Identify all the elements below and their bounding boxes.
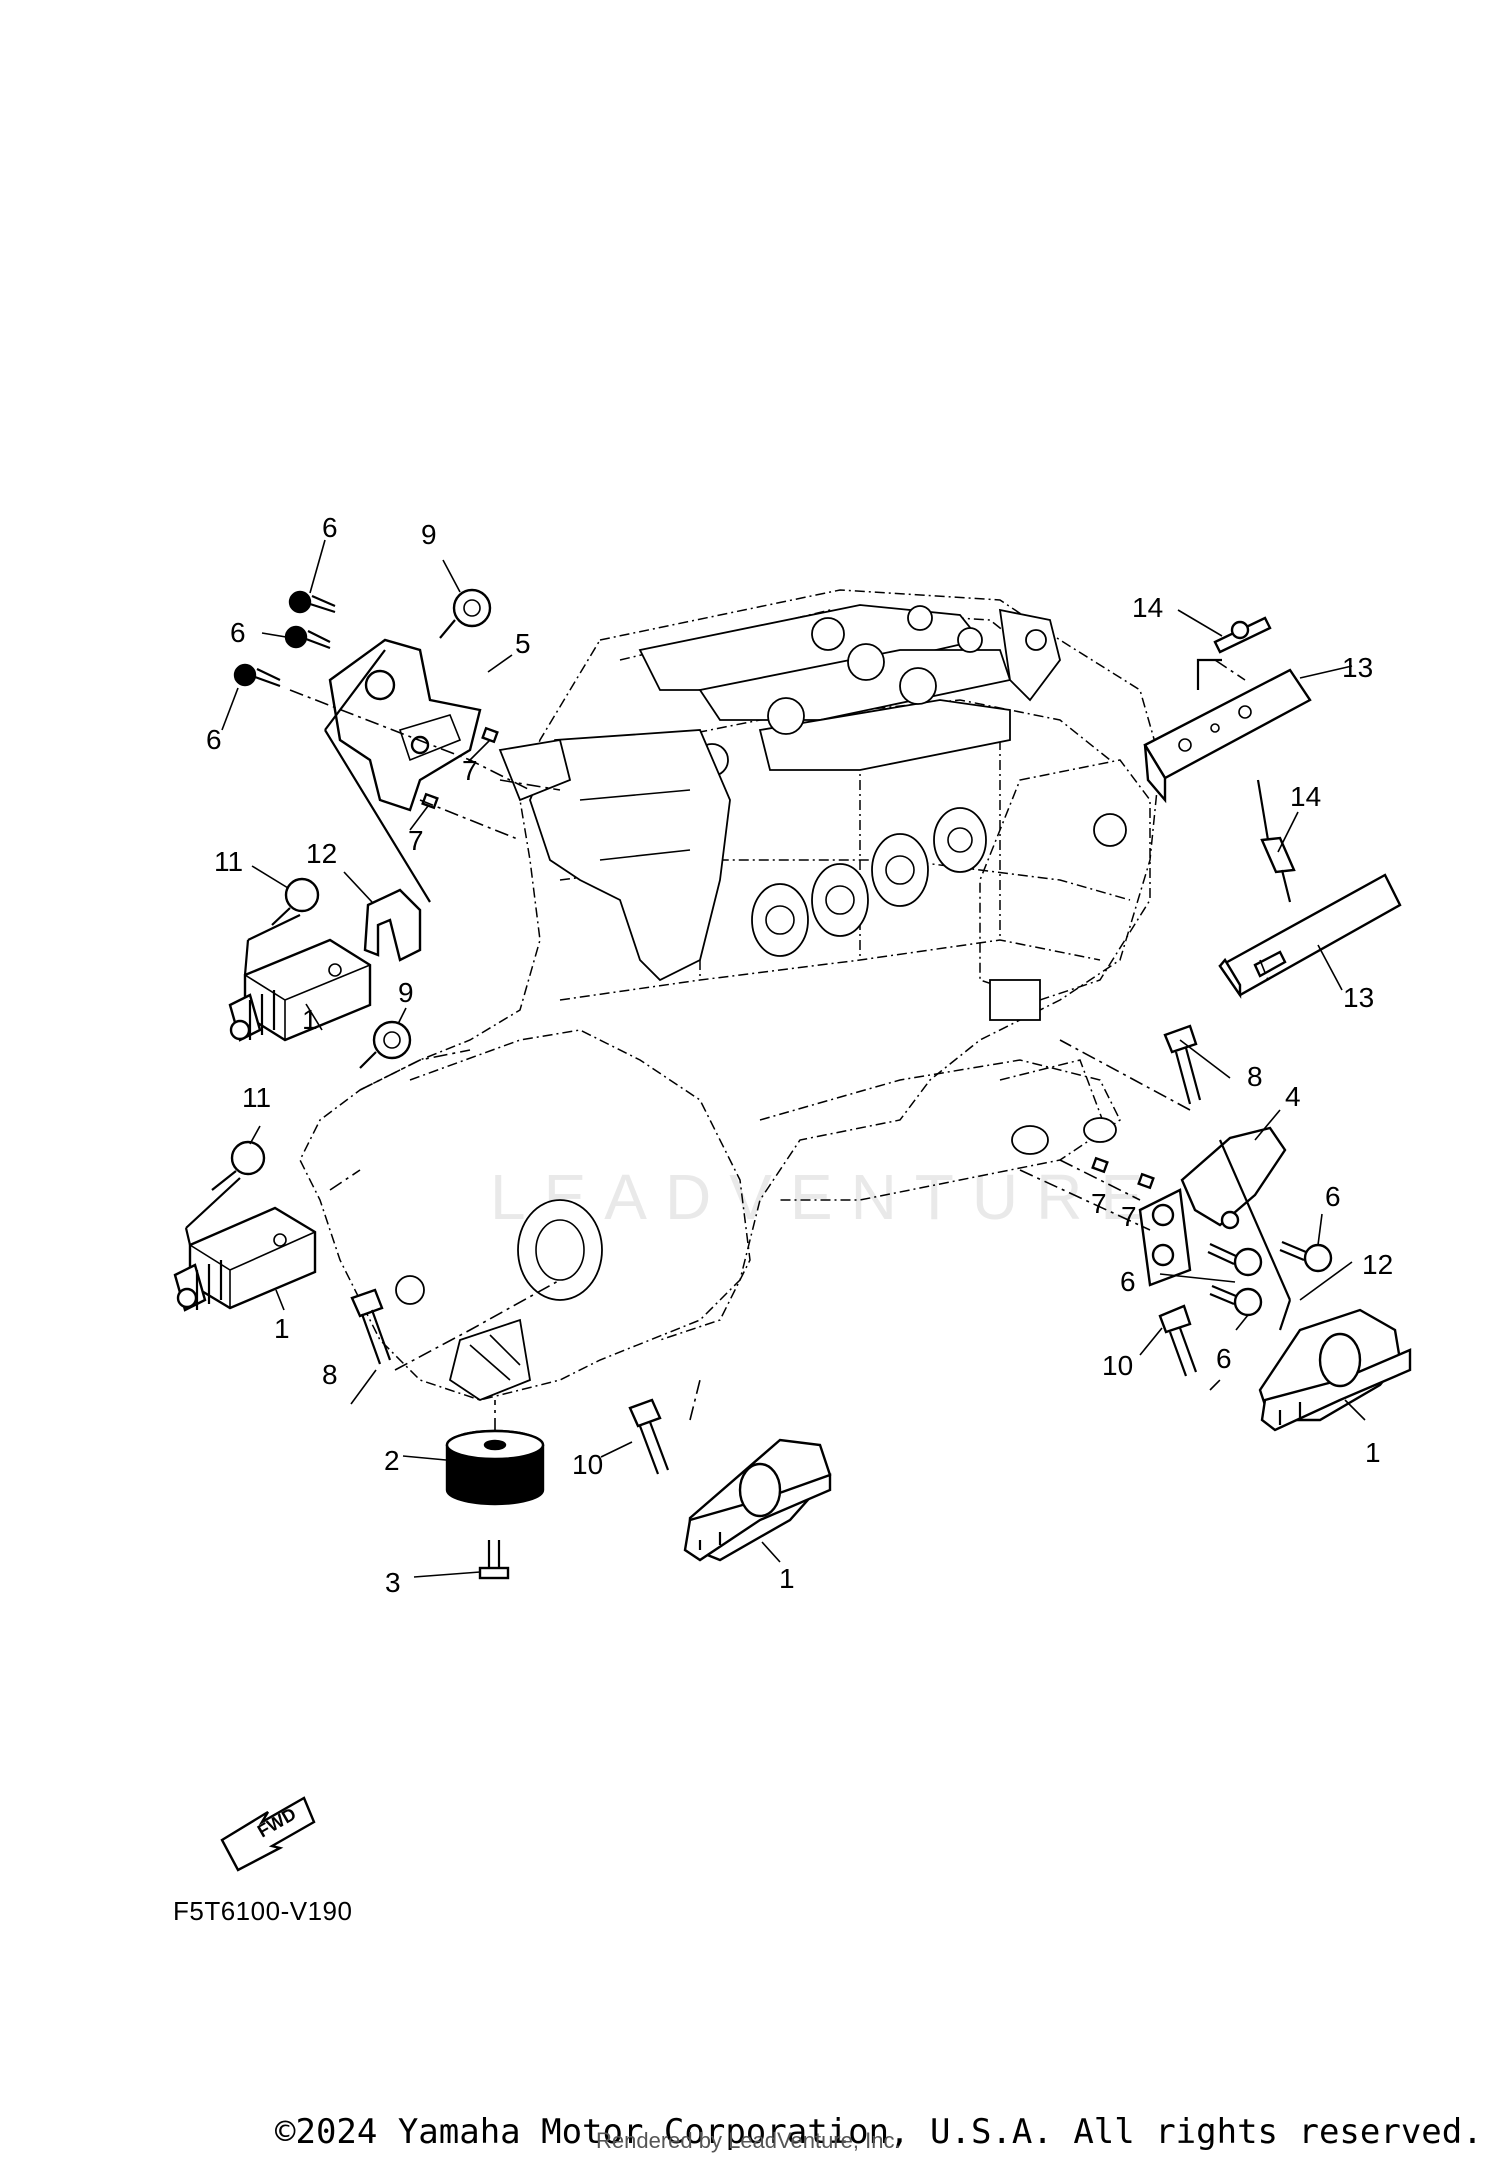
upper-bracket-part-5 [328,638,482,812]
callout-6-right-mid: 6 [1120,1266,1136,1297]
bracket-13-middle [1218,873,1402,999]
nut-9-middle [359,1020,412,1069]
watermark: LEADVENTURE [490,1161,1161,1233]
bracket-13-top [1143,668,1312,804]
callout-6-mid: 6 [230,617,246,648]
callout-14-mid: 14 [1290,781,1321,812]
callout-10-center: 10 [572,1449,603,1480]
callout-7-c: 7 [1091,1188,1107,1219]
callout-7-d: 7 [1121,1201,1137,1232]
bolt-6-right-b [1279,1240,1333,1273]
callout-11-upper: 11 [214,846,243,877]
bolt-6-c [233,663,281,688]
callout-6-right-top: 6 [1325,1181,1341,1212]
callout-6-right-low: 6 [1216,1343,1232,1374]
bolt-11-lower [211,1140,266,1191]
callout-5: 5 [515,628,531,659]
render-credit: Rendered by LeadVenture, Inc. [596,2128,901,2153]
callout-3: 3 [385,1567,401,1598]
callout-13-mid: 13 [1343,982,1374,1013]
callout-7-b: 7 [408,825,424,856]
screw-3 [478,1540,510,1580]
diagram-code: F5T6100-V190 [173,1896,353,1926]
callout-9-mid: 9 [398,977,414,1008]
callout-13-top: 13 [1342,652,1373,683]
copyright-notice: ©2024 Yamaha Motor Corporation, U.S.A. A… [275,2112,1483,2152]
mount-1-upper-left [228,938,372,1042]
clip-12-right [1218,1139,1292,1301]
bolt-6-b [284,625,331,650]
bracket-4 [1138,1126,1287,1287]
damper-2 [445,1429,545,1506]
callout-8-right: 8 [1247,1061,1263,1092]
callout-12-right: 12 [1362,1249,1393,1280]
nut-9-top [439,588,492,639]
engine-block [299,589,1161,1402]
callout-4: 4 [1285,1081,1301,1112]
callout-labels: 6 9 6 5 6 7 7 14 13 14 13 11 12 1 9 11 1… [206,512,1393,1598]
rivet-14-top [1213,616,1272,654]
callout-10-right: 10 [1102,1350,1133,1381]
callout-1-upper-left: 1 [302,1004,318,1035]
dowel-pin-7-d [1137,1172,1155,1190]
bolt-11-upper [271,877,320,926]
callout-2: 2 [384,1445,400,1476]
fwd-arrow-icon: FWD [220,1796,316,1872]
callout-7-a: 7 [462,755,478,786]
dowel-pin-7-a [481,726,499,744]
dowel-pin-7-b [421,792,439,810]
callout-14-top: 14 [1132,592,1163,623]
mount-1-bottom-center [683,1438,832,1562]
bolt-6-right-c [1209,1284,1263,1317]
dowel-pin-7-c [1091,1156,1109,1174]
mount-1-right [1258,1308,1412,1432]
rivet-14-middle [1256,779,1296,903]
callout-11-lower: 11 [242,1082,271,1113]
callout-9-top: 9 [421,519,437,550]
callout-1-lower-left: 1 [274,1313,290,1344]
bolt-10-center [628,1398,670,1475]
bolt-10-right [1158,1304,1198,1377]
bolt-6-a [288,590,336,614]
bolt-8-right [1163,1024,1202,1105]
clip-12-left [363,888,422,962]
leader-lines [184,539,1366,1578]
callout-8-left: 8 [322,1359,338,1390]
callout-6-top: 6 [322,512,338,543]
bolt-6-right-a [1207,1243,1263,1277]
bolt-8-left [350,1288,392,1365]
callout-12-left: 12 [306,838,337,869]
callout-6-low: 6 [206,724,222,755]
callout-1-right: 1 [1365,1437,1381,1468]
mount-1-lower-left [173,1206,317,1312]
alignment-lines [289,659,1271,1432]
callout-1-bottom-center: 1 [779,1563,795,1594]
